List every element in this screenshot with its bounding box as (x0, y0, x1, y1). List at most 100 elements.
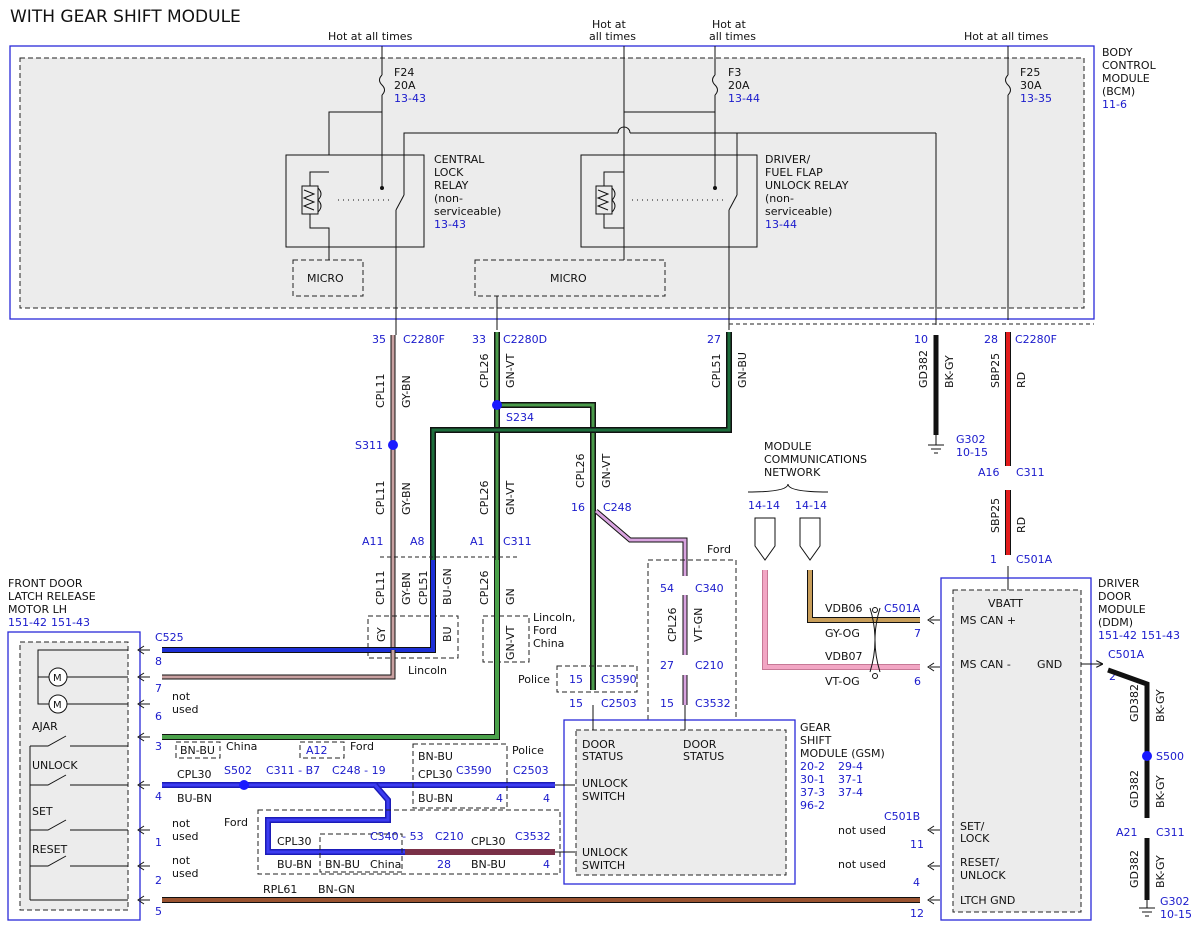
relay2-label-4: (non- (765, 192, 794, 205)
harness-c210: C210 (435, 830, 464, 843)
gsm-ds2b: STATUS (683, 750, 724, 763)
gsm-box (563, 719, 796, 885)
conn-c2280f-2: C2280F (1015, 333, 1057, 346)
latch-pin-6: 6 (155, 710, 162, 723)
fuse-f3-amps: 20A (728, 79, 750, 92)
lincoln-gy: GY (375, 627, 388, 642)
micro-label-1: MICRO (307, 272, 344, 285)
svg-text:M: M (53, 700, 62, 711)
harness-pin28: 28 (437, 858, 451, 871)
gsm-us1a: UNLOCK (582, 777, 628, 790)
gsm-ref-1: 20-2 (800, 760, 825, 773)
ddm-pin-2: 2 (1109, 670, 1116, 683)
switch-ajar-label: AJAR (32, 720, 58, 733)
splice-s311 (388, 440, 398, 450)
harness-pin4-1: 4 (496, 792, 503, 805)
harness-ford-2: Ford (224, 816, 248, 829)
relay2-label-2: FUEL FLAP (765, 166, 823, 179)
gsm-inner (575, 729, 787, 876)
label-rd-2: RD (1015, 517, 1028, 533)
harness-ford: Ford (350, 740, 374, 753)
wire-vtog (762, 570, 920, 670)
hot-label-2b: all times (589, 30, 636, 43)
harness-c340-53: C340 - 53 (370, 830, 424, 843)
relay1-label-2: LOCK (434, 166, 464, 179)
splice-s500 (1142, 751, 1152, 761)
latch-pin-4: 4 (155, 790, 162, 803)
label-gnbu: GN-BU (736, 352, 749, 388)
label-gnvt-1: GN-VT (504, 353, 517, 388)
harness-c3532: C3532 (515, 830, 551, 843)
label-gd382-1: GD382 (917, 350, 930, 388)
label-cpl26-4: CPL26 (666, 608, 679, 642)
ddm-setlock-1: SET/ (960, 820, 985, 833)
harness-bnbu-4: BN-BU (471, 858, 506, 871)
label-cpl26-2: CPL26 (478, 481, 491, 515)
pin-15-c2503: 15 (569, 697, 583, 710)
lfc-2: Ford (533, 624, 557, 637)
splice-s311-label: S311 (355, 439, 383, 452)
splice-s502 (239, 780, 249, 790)
switch-set-label: SET (32, 805, 53, 818)
bcm-ref: 11-6 (1102, 98, 1127, 111)
ddm-reset-1: RESET/ (960, 856, 999, 869)
latch-pin-5: 5 (155, 905, 162, 918)
switch-reset-label: RESET (32, 843, 68, 856)
harness-a12: A12 (306, 744, 328, 757)
relay2-label-5: serviceable) (765, 205, 832, 218)
lincoln-option-box (367, 615, 459, 659)
ddm-ref-1: 151-42 (1098, 629, 1137, 642)
label-rd-1: RD (1015, 372, 1028, 388)
mcn-ref-2: 14-14 (795, 499, 827, 512)
label-bugn: BU-GN (441, 568, 454, 605)
harness-bnbu-3: BN-BU (325, 858, 360, 871)
latch-pin-8: 8 (155, 655, 162, 668)
gsm-us1b: SWITCH (582, 790, 625, 803)
gsm-us2a: UNLOCK (582, 846, 628, 859)
ddm-gnd: GND (1037, 658, 1062, 671)
fuse-f24-amps: 20A (394, 79, 416, 92)
pin-27-c210: 27 (660, 659, 674, 672)
label-bkgy-2: BK-GY (1154, 689, 1167, 722)
label-bkgy-1: BK-GY (943, 355, 956, 388)
conn-c2280f: C2280F (403, 333, 445, 346)
latch-pin-3: 3 (155, 740, 162, 753)
ddm-gyog: GY-OG (825, 627, 860, 640)
latch-ref-2: 151-43 (51, 616, 90, 629)
ford-label-c340: Ford (707, 543, 731, 556)
wire-gyog (807, 570, 920, 623)
relay2-label-3: UNLOCK RELAY (765, 179, 849, 192)
pin-a16: A16 (978, 466, 1000, 479)
fuse-f25-ref: 13-35 (1020, 92, 1052, 105)
ddm-notused-2: not used (838, 858, 886, 871)
pin-28: 28 (984, 333, 998, 346)
conn-c501a-rd: C501A (1016, 553, 1053, 566)
notused-1a: not (172, 817, 191, 830)
splice-s500-label: S500 (1156, 750, 1184, 763)
fuse-f25-name: F25 (1020, 66, 1040, 79)
relay2-ref: 13-44 (765, 218, 797, 231)
police-option-box (556, 665, 638, 693)
g302-bottom-ref: 10-15 (1160, 908, 1192, 921)
harness-c3590: C3590 (456, 764, 492, 777)
china-option-box (175, 741, 221, 759)
harness-cpl30-1: CPL30 (177, 768, 211, 781)
label-gybn-3: GY-BN (400, 572, 413, 605)
pin-15-c3532: 15 (660, 697, 674, 710)
harness-bubn-3: BU-BN (277, 858, 312, 871)
ford-lower-box (257, 809, 561, 875)
label-gnvt-3: GN-VT (600, 453, 613, 488)
ddm-setlock-2: LOCK (960, 832, 990, 845)
mcn-ref-1: 14-14 (748, 499, 780, 512)
ddm-pin-a21: A21 (1116, 826, 1138, 839)
label-gd382-3: GD382 (1128, 770, 1141, 808)
gsm-ref-2: 29-4 (838, 760, 863, 773)
label-cpl26-3: CPL26 (574, 454, 587, 488)
gsm-ds1b: STATUS (582, 750, 623, 763)
latch-label-3: MOTOR LH (8, 603, 67, 616)
fuse-f25-icon (1005, 74, 1011, 96)
harness-c248-19: C248 - 19 (332, 764, 386, 777)
network-arrow-2-icon (799, 517, 821, 561)
wire-gnvt (494, 332, 596, 690)
ddm-pin-7: 7 (914, 627, 921, 640)
